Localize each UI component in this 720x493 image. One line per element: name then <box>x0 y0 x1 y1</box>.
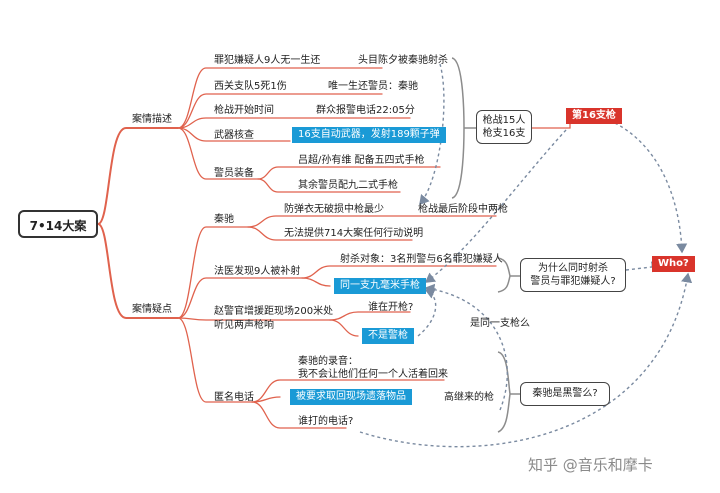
question-why-line-1: 为什么同时射杀 <box>538 263 608 274</box>
edge-forensic-hl <box>301 277 331 287</box>
note-equip-1: 吕超/孙有维 配备五四式手枪 <box>298 155 425 166</box>
node-16th-gun[interactable]: 第16支枪 <box>566 108 622 124</box>
edge-anon-recover <box>251 396 281 403</box>
edge-desc-weapons <box>177 127 291 142</box>
node-police-casualties[interactable]: 西关支队5死1伤 <box>214 81 287 92</box>
edge-zhao-who <box>329 311 411 321</box>
node-forensic[interactable]: 法医发现9人被补射 <box>214 266 301 277</box>
node-qinchi[interactable]: 秦驰 <box>214 214 234 225</box>
edge-doubt-forensic <box>177 277 303 319</box>
edge-qinchi-2 <box>247 226 413 241</box>
note-equip-2: 其余警员配九二式手枪 <box>298 180 398 191</box>
edge-desc-suspects <box>177 67 383 129</box>
edge-doubt-qinchi <box>177 226 249 319</box>
arrow-gun-forensic <box>424 129 567 283</box>
question-why-line-2: 警员与罪犯嫌疑人? <box>530 276 616 287</box>
node-anon-call[interactable]: 匿名电话 <box>214 392 254 403</box>
note-two-shots: 枪战最后阶段中两枪 <box>418 204 508 215</box>
edge-doubt-anon <box>177 317 253 403</box>
note-gunfight-time: 群众报警电话22:05分 <box>316 105 415 116</box>
edge-equip-1 <box>257 166 441 180</box>
question-box-why[interactable]: 为什么同时射杀 警员与罪犯嫌疑人? <box>520 258 626 292</box>
node-weapon-check[interactable]: 武器核查 <box>214 130 254 141</box>
edge-desc-equip <box>177 127 259 180</box>
bracket-desc <box>451 57 465 199</box>
note-suspects: 头目陈夕被秦驰射杀 <box>358 55 448 66</box>
note-recording-2: 我不会让他们任何一个人活着回来 <box>298 369 448 380</box>
node-suspects[interactable]: 罪犯嫌疑人9人无一生还 <box>214 55 321 66</box>
edge-doubt-zhao <box>177 317 331 321</box>
note-vest: 防弹衣无破损中枪最少 <box>284 204 384 215</box>
summary-box[interactable]: 枪战15人 枪支16支 <box>476 110 532 144</box>
edge-summary-gun <box>531 123 571 129</box>
edge-anon-who <box>251 401 347 429</box>
note-who-called: 谁打的电话? <box>298 416 354 427</box>
question-box-dirty-cop[interactable]: 秦驰是黑警么? <box>520 382 610 406</box>
node-police-equipment[interactable]: 警员装备 <box>214 168 254 179</box>
note-who-shot: 谁在开枪? <box>368 302 414 313</box>
note-gaojie-gun: 高继来的枪 <box>444 392 494 403</box>
arrow-gun-who <box>603 117 688 254</box>
note-same-gun: 是同一支枪么 <box>470 318 530 329</box>
edge-desc-police <box>177 93 383 129</box>
highlight-weapons[interactable]: 16支自动武器，发射189颗子弹 <box>292 127 446 143</box>
node-zhao-line-1[interactable]: 赵警官增援距现场200米处 <box>214 306 334 317</box>
edge-forensic-note <box>301 265 497 279</box>
node-zhao-line-2[interactable]: 听见两声枪响 <box>214 320 274 331</box>
edge-qinchi-1 <box>247 215 497 228</box>
edge-desc-time <box>177 117 411 129</box>
branch-case-description[interactable]: 案情描述 <box>132 114 172 125</box>
branch-case-doubts[interactable]: 案情疑点 <box>132 304 172 315</box>
summary-line-1: 枪战15人 <box>482 115 526 126</box>
edge-equip-2 <box>257 178 401 193</box>
note-recording-1: 秦驰的录音： <box>298 356 358 367</box>
note-targets: 射杀对象：3名刑警与6名罪犯嫌疑人 <box>340 254 503 265</box>
bracket-anon <box>497 351 511 433</box>
node-who[interactable]: Who? <box>652 256 695 272</box>
note-police-casualties: 唯一生还警员：秦驰 <box>328 81 418 92</box>
edge-root-doubt <box>97 223 179 319</box>
highlight-same-pistol[interactable]: 同一支九毫米手枪 <box>334 278 426 294</box>
highlight-not-police-gun[interactable]: 不是警枪 <box>362 328 414 344</box>
arrow-notpolice-forensic <box>417 288 437 337</box>
note-no-explanation: 无法提供714大案任何行动说明 <box>284 228 424 239</box>
arrow-same-gun <box>424 283 508 411</box>
node-gunfight-time[interactable]: 枪战开始时间 <box>214 105 274 116</box>
highlight-retrieve-items[interactable]: 被要求取回现场遗落物品 <box>290 389 412 405</box>
root-node[interactable]: 7•14大案 <box>18 210 98 238</box>
arrow-whocalled-who <box>359 272 693 448</box>
summary-line-2: 枪支16支 <box>482 128 526 139</box>
watermark: 知乎 @音乐和摩卡 <box>528 456 653 474</box>
edge-zhao-not <box>329 319 359 337</box>
edge-root-desc <box>97 127 179 225</box>
